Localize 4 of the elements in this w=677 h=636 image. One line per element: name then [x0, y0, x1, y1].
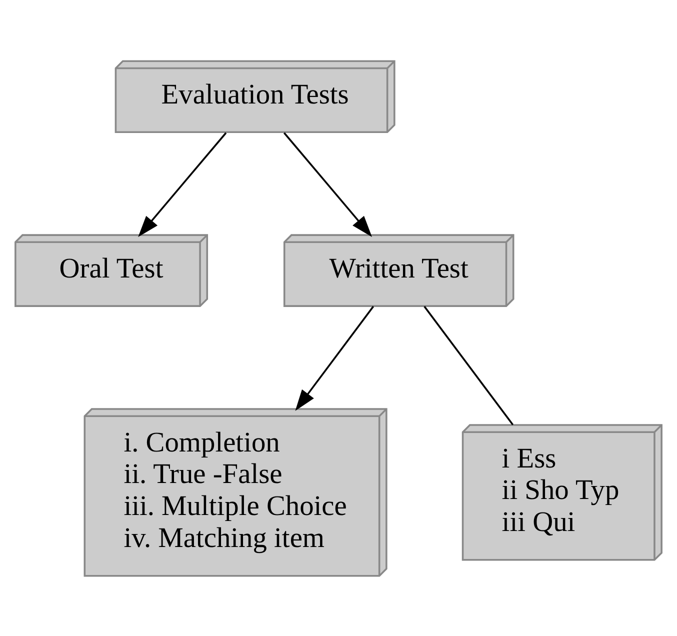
connector	[424, 305, 514, 425]
arrow	[138, 132, 227, 236]
arrow	[283, 132, 372, 236]
arrow	[295, 305, 374, 410]
